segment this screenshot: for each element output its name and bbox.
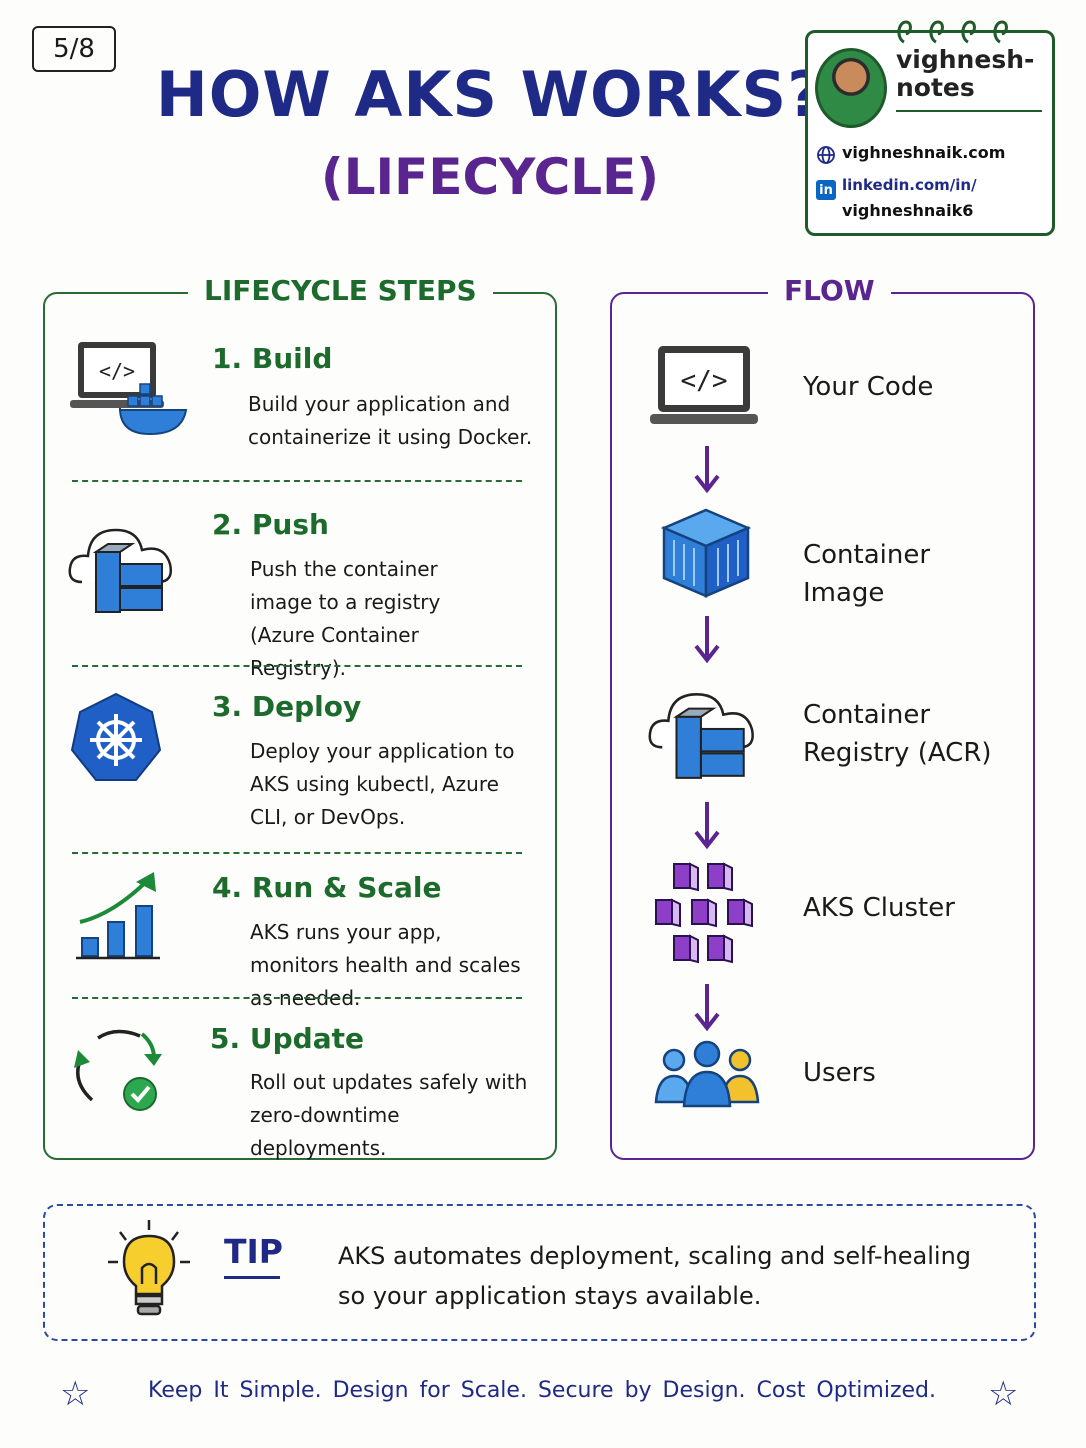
laptop-docker-icon: </> <box>70 342 188 436</box>
users-icon <box>654 1040 760 1108</box>
step-1-title: 1. Build <box>212 342 333 375</box>
arrow-down-icon <box>694 802 720 850</box>
page-title: HOW AKS WORKS? <box>155 58 825 131</box>
arrow-down-icon <box>694 984 720 1032</box>
step-2-desc: Push the container image to a registry (… <box>250 557 441 680</box>
growth-chart-icon <box>76 872 160 960</box>
linkedin-link[interactable]: linkedin.com/in/ <box>842 176 977 194</box>
step-divider <box>72 665 522 667</box>
step-2-title: 2. Push <box>212 508 329 541</box>
star-icon: ☆ <box>60 1374 91 1414</box>
avatar <box>815 48 887 128</box>
tip-box <box>43 1204 1036 1341</box>
tip-label: TIP <box>224 1232 283 1271</box>
step-3-desc: Deploy your application to AKS using kub… <box>250 739 515 829</box>
footer-tagline: Keep It Simple. Design for Scale. Secure… <box>148 1378 936 1403</box>
page-subtitle: (LIFECYCLE) <box>320 148 660 206</box>
step-divider <box>72 997 522 999</box>
update-cycle-icon <box>74 1029 162 1111</box>
tip-underline <box>224 1276 280 1279</box>
lifecycle-steps-heading: LIFECYCLE STEPS <box>188 274 493 307</box>
laptop-code-icon: </> <box>650 346 758 424</box>
flow-label-image: Container Image <box>803 540 931 608</box>
globe-icon <box>817 146 835 164</box>
flow-label-code: Your Code <box>803 372 934 402</box>
linkedin-handle[interactable]: vighneshnaik6 <box>842 201 974 220</box>
brand-name: vighnesh- notes <box>896 46 1046 102</box>
flow-label-users: Users <box>803 1058 876 1088</box>
lightbulb-icon <box>108 1220 190 1316</box>
step-1-desc: Build your application and containerize … <box>248 392 533 449</box>
brand-underline <box>896 110 1042 112</box>
step-4-desc: AKS runs your app, monitors health and s… <box>250 920 521 1010</box>
svg-text:</>: </> <box>681 366 728 396</box>
flow-heading: FLOW <box>768 274 891 307</box>
star-icon: ☆ <box>988 1374 1019 1414</box>
brand-line-1: vighnesh- <box>896 45 1035 74</box>
step-5-desc: Roll out updates safely with zero-downti… <box>250 1070 528 1160</box>
arrow-down-icon <box>694 616 720 664</box>
tip-text: AKS automates deployment, scaling and se… <box>338 1242 972 1310</box>
spiral-binding-icon <box>897 20 1008 44</box>
cloud-registry-icon <box>68 528 172 613</box>
linkedin-icon: in <box>816 180 836 200</box>
step-divider <box>72 480 522 482</box>
arrow-down-icon <box>694 446 720 494</box>
cloud-registry-icon <box>648 693 754 779</box>
step-4-title: 4. Run & Scale <box>212 871 442 904</box>
website-link[interactable]: vighneshnaik.com <box>842 143 1006 162</box>
step-5-title: 5. Update <box>210 1022 364 1055</box>
kubernetes-icon <box>70 692 162 781</box>
container-cube-icon <box>660 508 752 598</box>
flow-label-cluster: AKS Cluster <box>803 893 955 923</box>
step-divider <box>72 852 522 854</box>
flow-label-registry: Container Registry (ACR) <box>803 700 992 768</box>
aks-cluster-icon <box>655 862 753 964</box>
step-3-title: 3. Deploy <box>212 690 362 723</box>
brand-line-2: notes <box>896 73 975 102</box>
svg-text:</>: </> <box>99 359 135 383</box>
page-counter: 5/8 <box>32 26 116 72</box>
